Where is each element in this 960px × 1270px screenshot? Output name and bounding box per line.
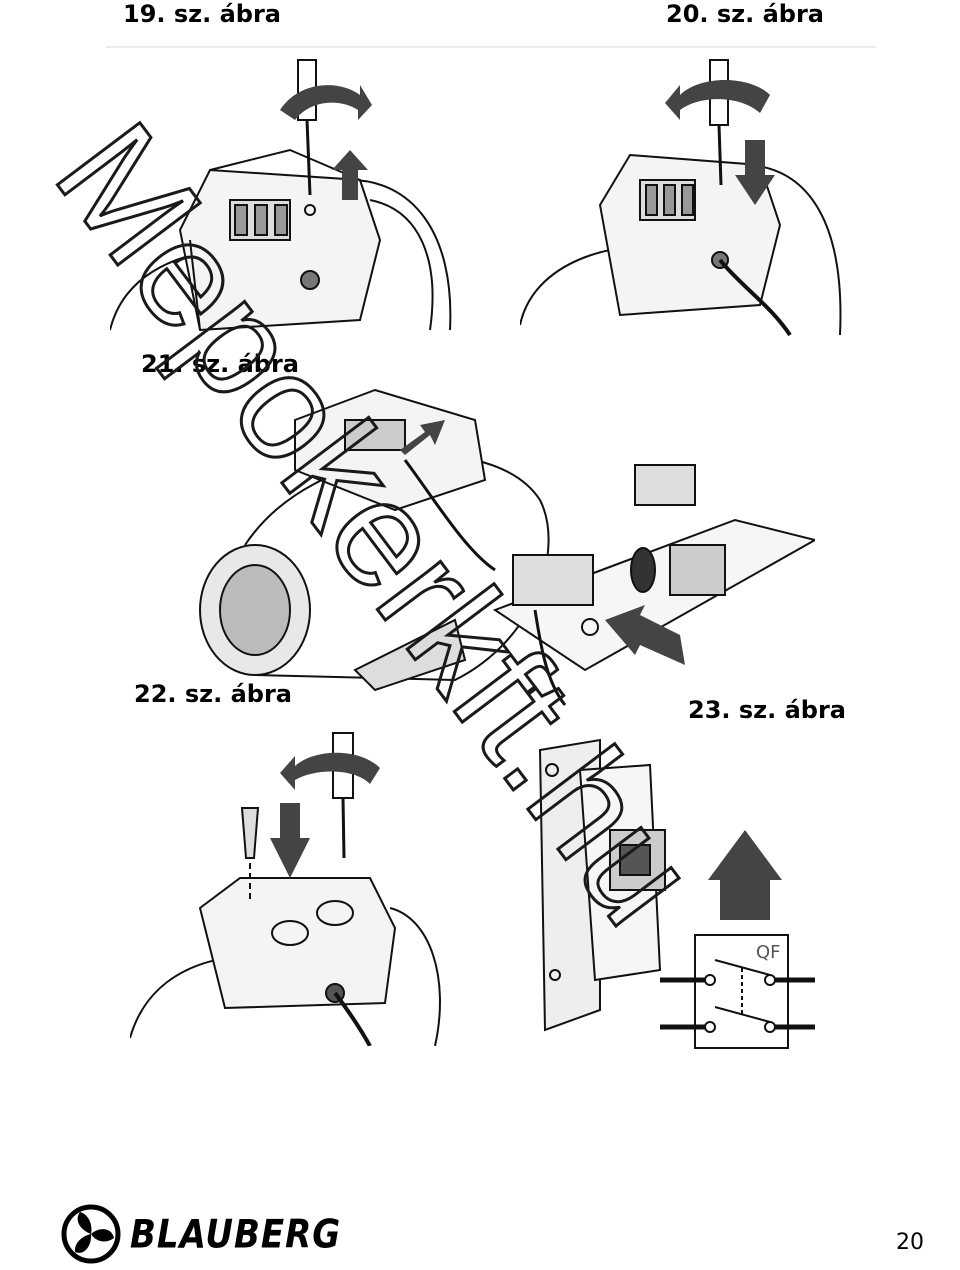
header-divider (106, 46, 876, 48)
page-number: 20 (896, 1230, 924, 1255)
figure-23-illustration: QF (520, 730, 840, 1060)
brand-name: BLAUBERG (130, 1212, 342, 1258)
caption-fig20: 20. sz. ábra (666, 0, 825, 28)
figure-20-illustration (520, 55, 850, 340)
brand-logo-icon (61, 1204, 121, 1264)
fan-logo-icon (61, 1204, 121, 1264)
screwdriver-icon (332, 732, 354, 859)
caption-fig22: 22. sz. ábra (134, 680, 293, 708)
caption-fig19: 19. sz. ábra (123, 0, 282, 28)
caption-fig23: 23. sz. ábra (688, 696, 847, 724)
pcb-board (492, 464, 815, 706)
caption-fig21: 21. sz. ábra (141, 350, 300, 378)
figure-22-illustration (130, 728, 450, 1046)
switch-label-qf: QF (756, 942, 781, 963)
figure-21-illustration (195, 380, 815, 710)
figure-19-illustration (110, 50, 460, 340)
screwdriver-icon (297, 59, 317, 196)
switch-diagram (660, 934, 815, 1049)
